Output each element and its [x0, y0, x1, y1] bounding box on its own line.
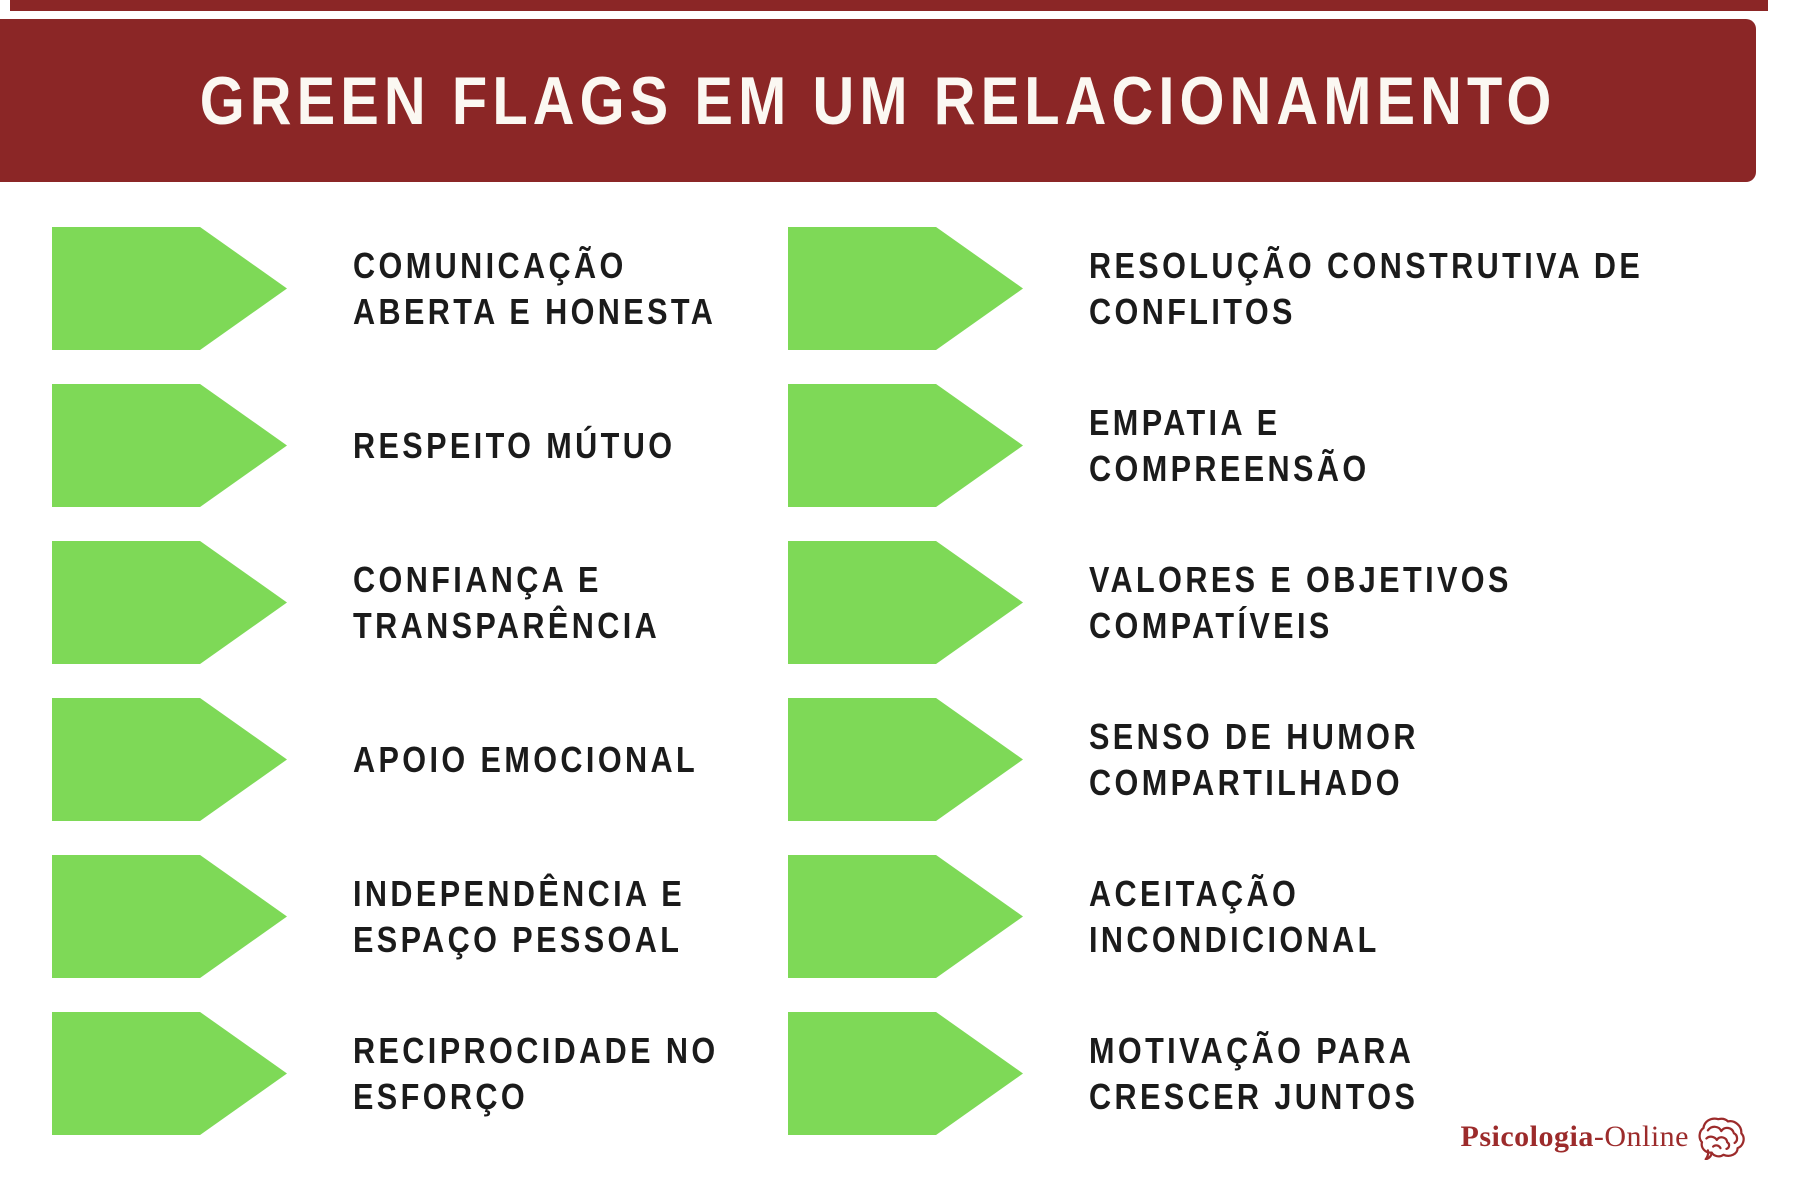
green-flag-item: COMUNICAÇÃO ABERTA E HONESTA: [52, 227, 783, 350]
green-flag-item: RECIPROCIDADE NO ESFORÇO: [52, 1012, 783, 1135]
flag-label-line: ESPAÇO PESSOAL: [353, 918, 683, 960]
left-column: COMUNICAÇÃO ABERTA E HONESTA RESPEITO MÚ…: [52, 227, 783, 1169]
flag-label-line: INCONDICIONAL: [1089, 918, 1380, 960]
flag-label-line: COMUNICAÇÃO: [353, 244, 627, 286]
green-flag-item: RESOLUÇÃO CONSTRUTIVA DE CONFLITOS: [788, 227, 1741, 350]
flag-arrow-icon: [788, 227, 1023, 350]
green-flag-label: MOTIVAÇÃO PARA CRESCER JUNTOS: [1089, 1028, 1418, 1120]
brain-icon: [1698, 1117, 1745, 1160]
green-flag-item: INDEPENDÊNCIA E ESPAÇO PESSOAL: [52, 855, 783, 978]
flag-label-line: RESOLUÇÃO CONSTRUTIVA DE: [1089, 244, 1644, 286]
flag-label-line: ABERTA E HONESTA: [353, 290, 717, 332]
flag-label-line: CRESCER JUNTOS: [1089, 1075, 1419, 1117]
green-flag-item: APOIO EMOCIONAL: [52, 698, 783, 821]
logo-text-regular: -Online: [1593, 1120, 1689, 1153]
green-flag-label: RESOLUÇÃO CONSTRUTIVA DE CONFLITOS: [1089, 243, 1643, 335]
green-flag-label: COMUNICAÇÃO ABERTA E HONESTA: [353, 243, 716, 335]
flag-arrow-icon: [52, 227, 287, 350]
green-flag-label: RESPEITO MÚTUO: [353, 423, 675, 469]
infographic-title: GREEN FLAGS EM UM RELACIONAMENTO: [199, 62, 1557, 139]
flag-label-line: TRANSPARÊNCIA: [353, 604, 661, 646]
logo-text-bold: Psicologia: [1460, 1120, 1594, 1153]
green-flag-label: INDEPENDÊNCIA E ESPAÇO PESSOAL: [353, 871, 685, 963]
flag-arrow-icon: [788, 855, 1023, 978]
green-flag-label: ACEITAÇÃO INCONDICIONAL: [1089, 871, 1380, 963]
green-flag-item: CONFIANÇA E TRANSPARÊNCIA: [52, 541, 783, 664]
green-flag-label: RECIPROCIDADE NO ESFORÇO: [353, 1028, 719, 1120]
flag-label-line: SENSO DE HUMOR: [1089, 715, 1419, 757]
flag-label-line: INDEPENDÊNCIA E: [353, 872, 686, 914]
green-flag-item: EMPATIA E COMPREENSÃO: [788, 384, 1741, 507]
flag-label-line: CONFIANÇA E: [353, 558, 602, 600]
green-flag-item: SENSO DE HUMOR COMPARTILHADO: [788, 698, 1741, 821]
header-banner: GREEN FLAGS EM UM RELACIONAMENTO: [0, 19, 1756, 182]
green-flag-label: APOIO EMOCIONAL: [353, 737, 698, 783]
flag-arrow-icon: [52, 384, 287, 507]
flag-arrow-icon: [788, 384, 1023, 507]
flag-label-line: COMPARTILHADO: [1089, 761, 1403, 803]
flag-arrow-icon: [52, 855, 287, 978]
flag-label-line: MOTIVAÇÃO PARA: [1089, 1029, 1415, 1071]
green-flag-item: ACEITAÇÃO INCONDICIONAL: [788, 855, 1741, 978]
flag-label-line: COMPATÍVEIS: [1089, 604, 1333, 646]
flag-arrow-icon: [52, 1012, 287, 1135]
psicologia-online-logo: Psicologia-Online: [1461, 1114, 1748, 1160]
flag-label-line: APOIO EMOCIONAL: [353, 738, 699, 780]
right-column: RESOLUÇÃO CONSTRUTIVA DE CONFLITOS EMPAT…: [788, 227, 1741, 1169]
flag-label-line: ESFORÇO: [353, 1075, 529, 1117]
flag-label-line: RESPEITO MÚTUO: [353, 424, 676, 466]
flag-arrow-icon: [52, 698, 287, 821]
green-flag-label: CONFIANÇA E TRANSPARÊNCIA: [353, 557, 660, 649]
flag-label-line: CONFLITOS: [1089, 290, 1296, 332]
green-flag-label: SENSO DE HUMOR COMPARTILHADO: [1089, 714, 1419, 806]
flag-label-line: VALORES E OBJETIVOS: [1089, 558, 1512, 600]
flag-label-line: RECIPROCIDADE NO: [353, 1029, 719, 1071]
green-flag-item: VALORES E OBJETIVOS COMPATÍVEIS: [788, 541, 1741, 664]
top-accent-strip: [10, 0, 1768, 11]
flag-label-line: COMPREENSÃO: [1089, 447, 1370, 489]
green-flag-label: VALORES E OBJETIVOS COMPATÍVEIS: [1089, 557, 1512, 649]
flag-label-line: EMPATIA E: [1089, 401, 1281, 443]
green-flag-label: EMPATIA E COMPREENSÃO: [1089, 400, 1370, 492]
green-flag-item: MOTIVAÇÃO PARA CRESCER JUNTOS: [788, 1012, 1741, 1135]
flag-arrow-icon: [52, 541, 287, 664]
flag-arrow-icon: [788, 541, 1023, 664]
green-flag-item: RESPEITO MÚTUO: [52, 384, 783, 507]
flag-label-line: ACEITAÇÃO: [1089, 872, 1300, 914]
flag-arrow-icon: [788, 698, 1023, 821]
flag-arrow-icon: [788, 1012, 1023, 1135]
